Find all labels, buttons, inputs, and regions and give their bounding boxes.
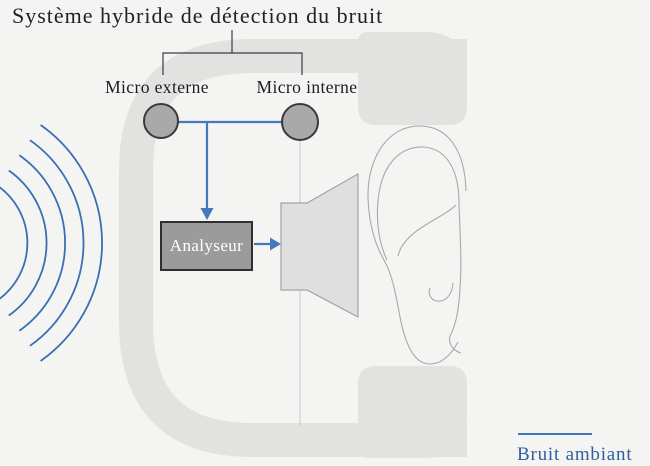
ear-cushion-bottom-icon	[358, 366, 467, 458]
ear-outline-icon	[367, 125, 467, 365]
arrow-to-speaker-head-icon	[270, 237, 281, 251]
sound-wave-arc-5	[40, 124, 103, 362]
mic-external-label: Micro externe	[105, 77, 209, 97]
arrow-to-analyzer-head-icon	[200, 208, 214, 220]
ambient-noise-underline	[518, 433, 592, 435]
mic-internal-label: Micro interne	[256, 77, 358, 97]
diagram-title: Système hybride de détection du bruit	[12, 3, 384, 28]
ear-inner-helix	[376, 146, 462, 354]
analyzer-label: Analyseur	[169, 236, 244, 255]
ear-antihelix	[397, 204, 457, 257]
sound-wave-arc-1	[0, 186, 29, 300]
ear-outer-helix	[367, 125, 467, 365]
sound-wave-arc-4	[29, 139, 85, 347]
title-bracket-connector	[162, 30, 303, 75]
mic-external-icon	[143, 103, 179, 139]
sound-waves-icon	[0, 124, 103, 362]
ambient-noise-label: Bruit ambiant	[517, 444, 633, 465]
speaker-icon	[280, 172, 359, 318]
sound-wave-arc-2	[8, 169, 48, 317]
ear-cushion-top-icon	[358, 32, 467, 125]
ear-tragus	[428, 282, 454, 302]
mic-internal-icon	[281, 103, 319, 141]
sound-wave-arc-3	[18, 154, 66, 332]
headphone-band-icon	[119, 39, 467, 457]
analyzer-box: Analyseur	[160, 221, 253, 271]
